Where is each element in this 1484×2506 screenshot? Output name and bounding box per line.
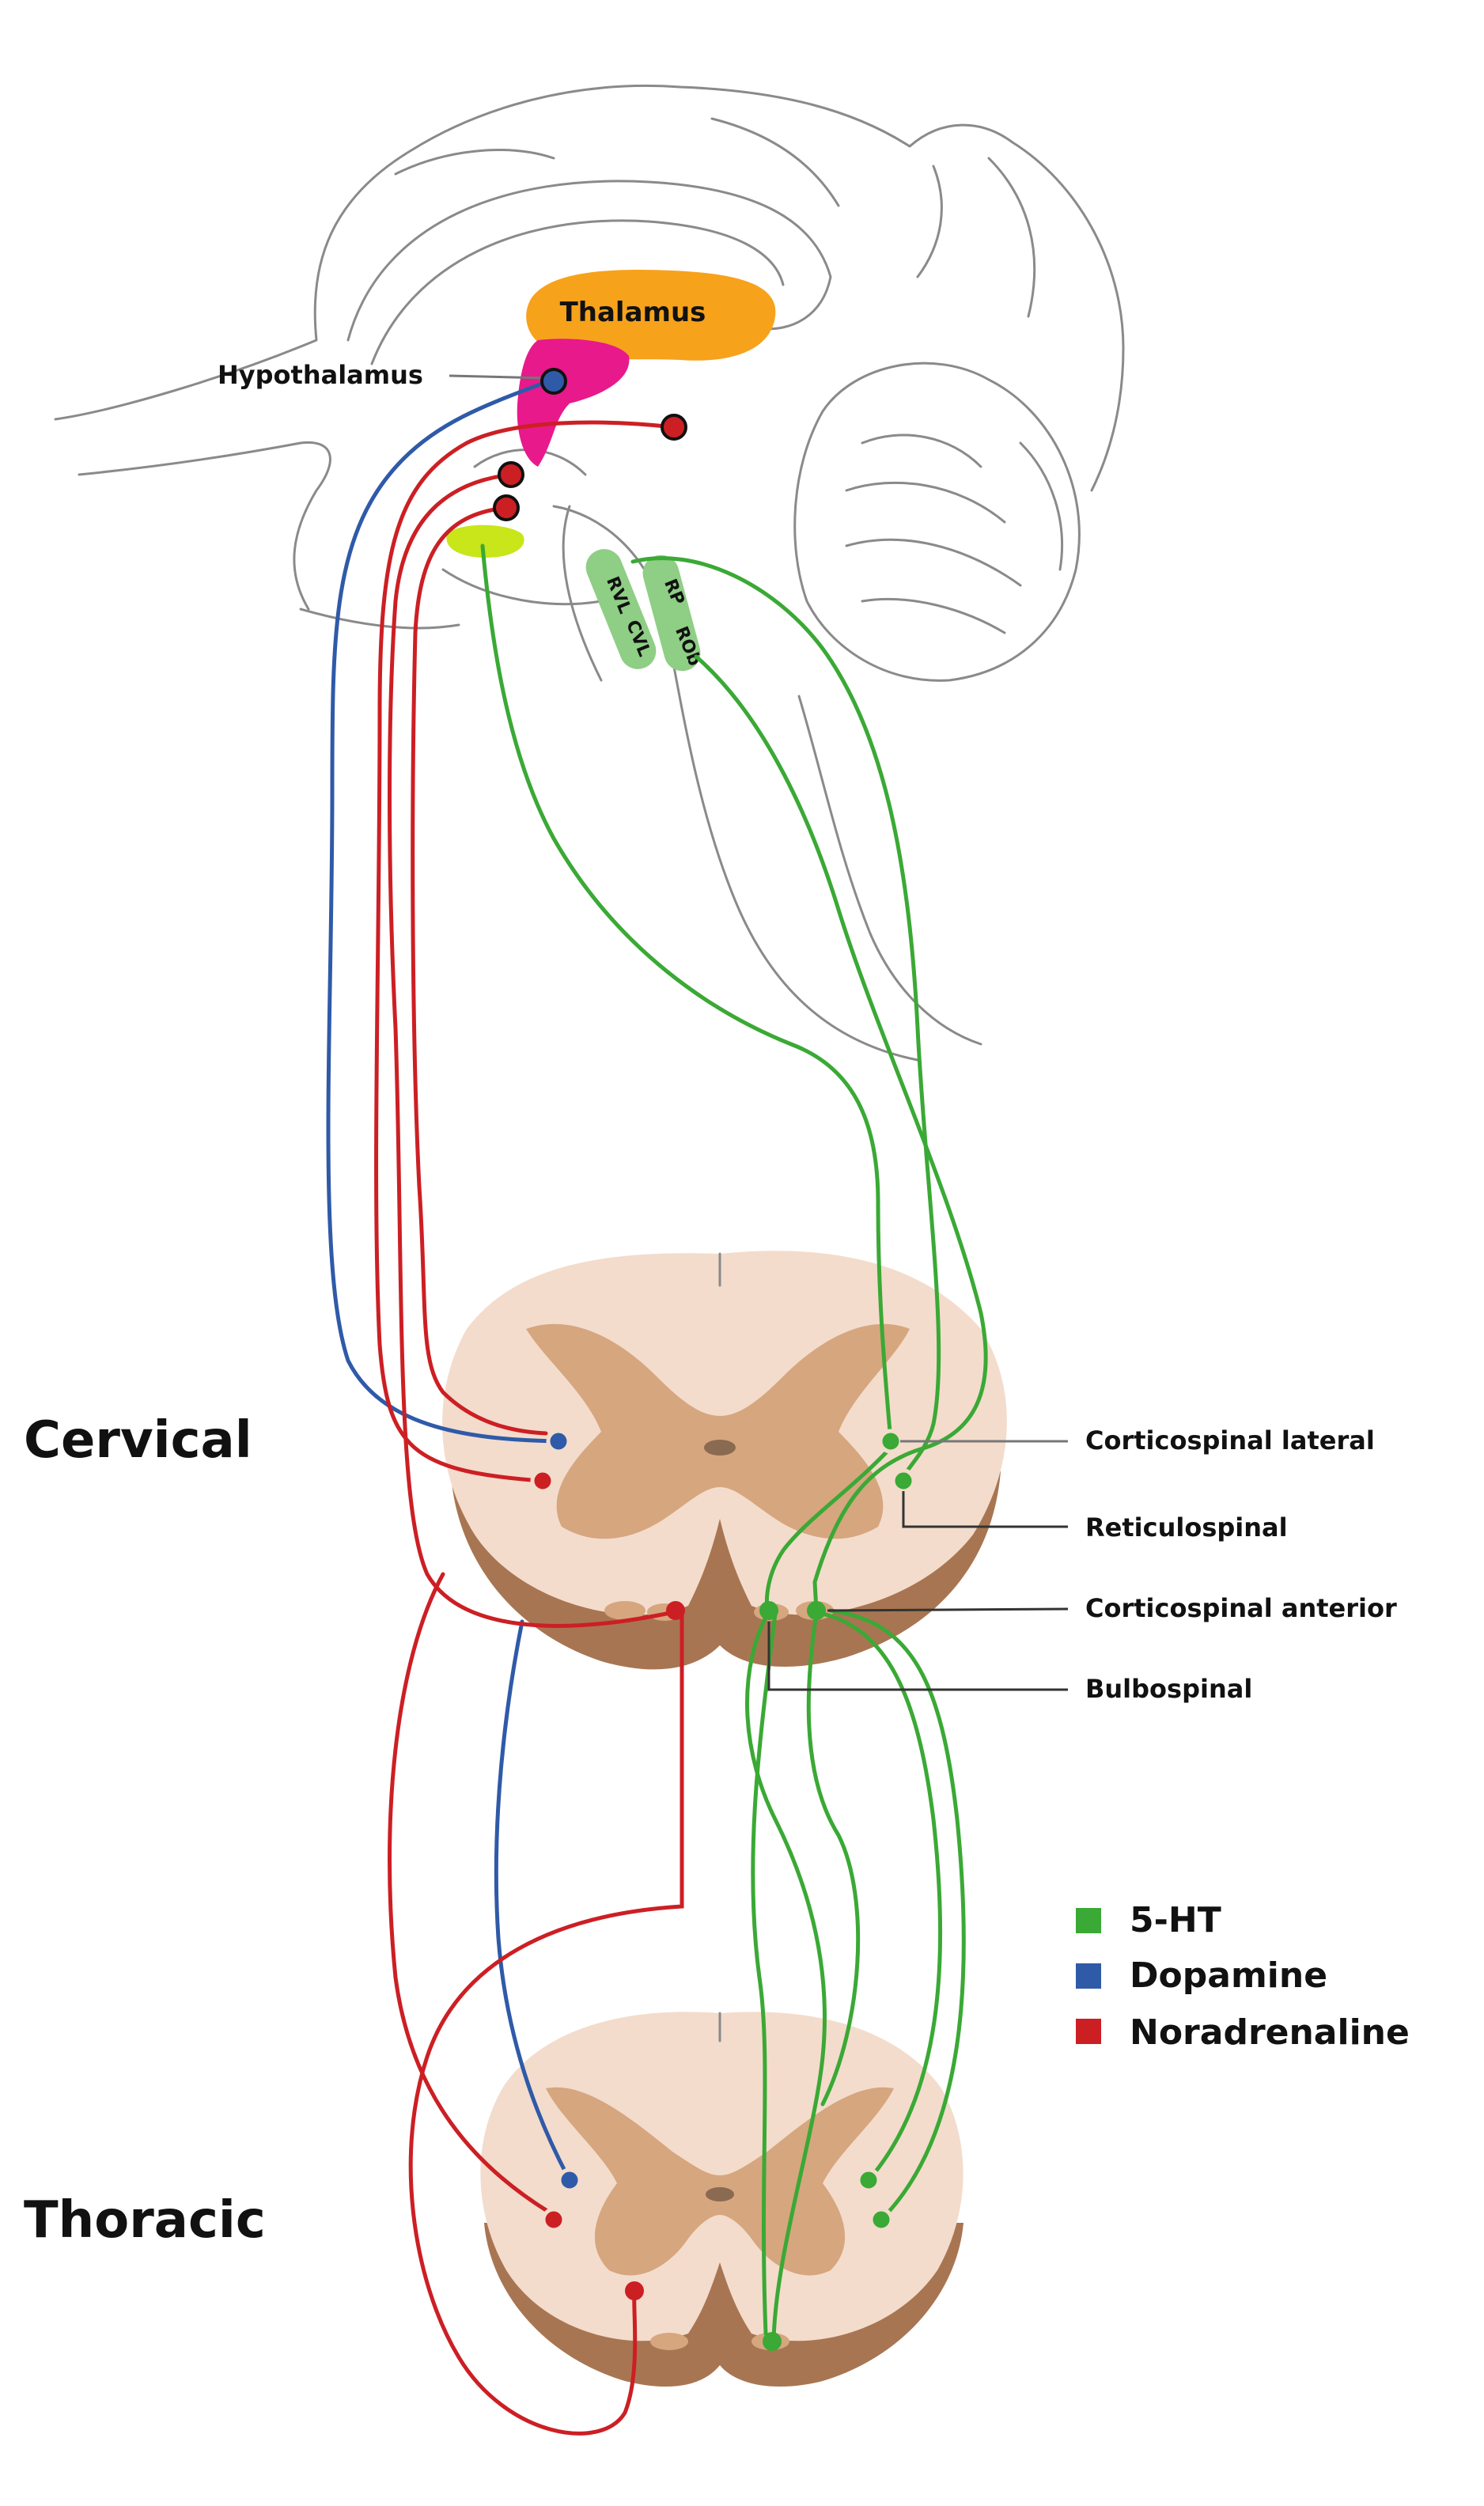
corticospinal-lateral-label: Corticospinal lateral: [1085, 1425, 1375, 1456]
bulbospinal-leader: [767, 1622, 1068, 1691]
corticospinal-anterior-leader: [827, 1607, 1069, 1612]
serotonin-pathway-rp: [630, 556, 941, 1483]
noradrenaline-pathway-3: [411, 505, 548, 1436]
cervical-serotonin-terminal-1: [878, 1429, 903, 1454]
cervical-serotonin-terminal-2: [891, 1468, 916, 1493]
cervical-label: Cervical: [24, 1411, 252, 1470]
thoracic-noradrenaline-terminal-ventral: [625, 2281, 644, 2300]
reticulospinal-leader: [902, 1491, 1068, 1528]
noradrenaline-neuron-2: [498, 461, 524, 488]
cervical-noradrenaline-terminal-lateral: [530, 1468, 555, 1493]
dopamine-pathway-thoracic: [494, 1619, 570, 2179]
noradrenaline-loop-thoracic: [408, 1611, 684, 2436]
brain-outline: [54, 84, 1125, 1062]
reticulospinal-label: Reticulospinal: [1085, 1512, 1288, 1543]
thoracic-tract-left: [650, 2333, 688, 2350]
noradrenaline-pathway-1: [374, 420, 676, 1483]
cervical-grey-matter: [526, 1323, 910, 1539]
hypothalamus-dopamine-neuron: [540, 368, 567, 395]
serotonin-pathway-yellow-nucleus: [480, 543, 893, 1444]
thoracic-noradrenaline-terminal-lateral: [541, 2207, 566, 2232]
serotonin-bulbospinal-alt: [751, 1611, 778, 2336]
yellow-nucleus: [446, 524, 524, 558]
serotonin-anterior-down-2: [820, 1611, 943, 2182]
serotonin-cervical-cross: [764, 1445, 893, 1613]
corticospinal-anterior-label: Corticospinal anterior: [1085, 1593, 1397, 1623]
noradrenaline-neuron-3: [493, 494, 520, 521]
hypothalamus-label: Hypothalamus: [218, 360, 423, 390]
cervical-serotonin-terminal-3: [759, 1601, 778, 1620]
thoracic-dopamine-terminal: [557, 2167, 582, 2193]
serotonin-pathway-rob: [694, 654, 988, 1613]
cervical-noradrenaline-terminal-anterior: [666, 1601, 685, 1620]
thalamus-region: [526, 269, 776, 361]
noradrenaline-neuron-1: [661, 414, 687, 441]
cervical-serotonin-terminal-4: [807, 1601, 826, 1620]
cervical-cord-segment: [442, 1251, 1007, 1670]
cervical-central-canal: [704, 1440, 736, 1456]
legend-label-noradrenaline: Noradrenaline: [1130, 2012, 1410, 2053]
thoracic-label: Thoracic: [24, 2191, 266, 2250]
legend-swatch-dopamine: [1076, 1963, 1101, 1989]
bulbospinal-label: Bulbospinal: [1085, 1674, 1252, 1704]
thoracic-serotonin-terminal-3: [763, 2332, 782, 2351]
cervical-dopamine-terminal: [546, 1429, 571, 1454]
dopamine-pathway-cervical: [326, 377, 561, 1444]
legend-label-dopamine: Dopamine: [1130, 1955, 1327, 1996]
noradrenaline-pathway-2: [388, 472, 676, 1628]
rp-rob-nucleus: [642, 555, 701, 672]
noradrenaline-descending-to-thoracic: [388, 1572, 556, 2217]
legend-label-serotonin: 5-HT: [1130, 1900, 1221, 1940]
thoracic-serotonin-terminal-2: [869, 2207, 894, 2232]
serotonin-anterior-down-3: [828, 1608, 966, 2222]
thoracic-cord-segment: [480, 2012, 963, 2387]
serotonin-bulbospinal-down: [745, 1611, 827, 2344]
serotonin-anterior-down-1: [806, 1611, 861, 2107]
legend: 5-HT Dopamine Noradrenaline: [1076, 1900, 1410, 2053]
thoracic-central-canal: [706, 2187, 734, 2201]
hypothalamus-leader: [449, 374, 547, 380]
rvl-cvl-nucleus: [585, 549, 657, 669]
legend-swatch-serotonin: [1076, 1908, 1101, 1933]
medullary-nuclei: RVL CVL RP ROb: [585, 549, 704, 672]
legend-swatch-noradrenaline: [1076, 2019, 1101, 2044]
thalamus-label: Thalamus: [560, 297, 706, 328]
thoracic-grey-matter: [546, 2087, 894, 2276]
thoracic-serotonin-terminal-1: [856, 2167, 881, 2193]
cervical-tract-left-1: [604, 1601, 645, 1620]
hypothalamus-region: [517, 339, 630, 467]
